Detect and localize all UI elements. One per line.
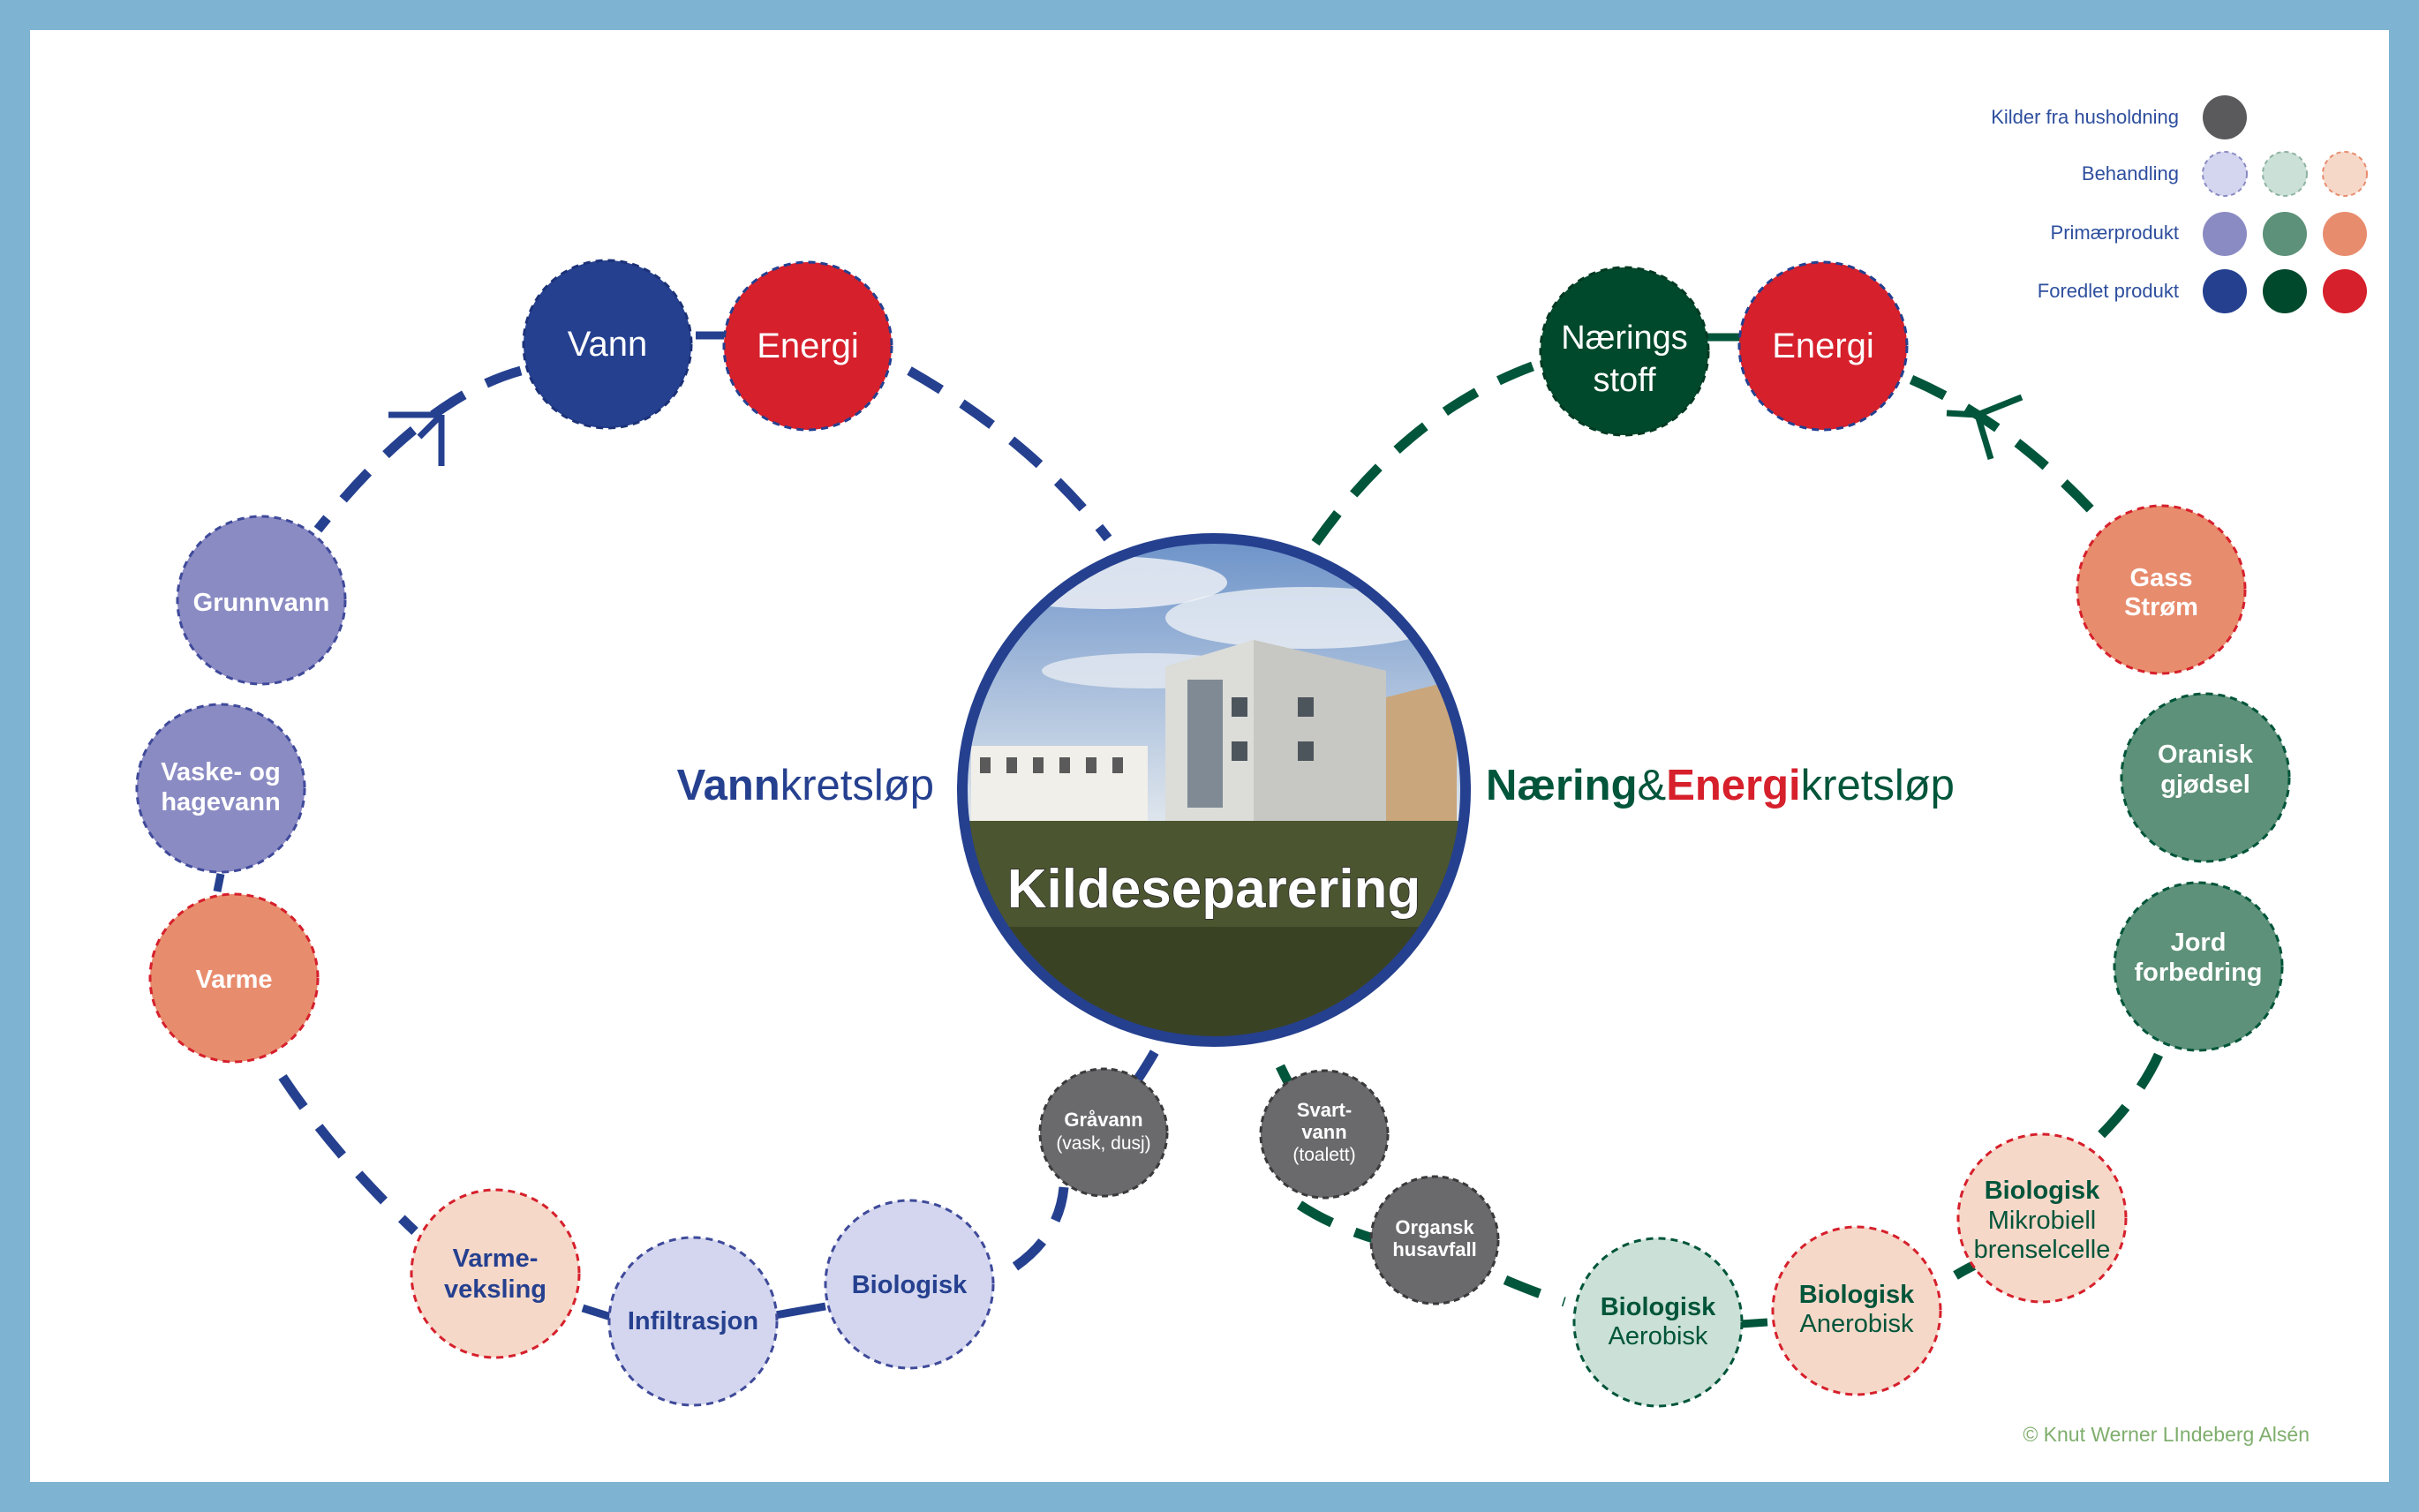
svg-text:Svart-: Svart- xyxy=(1297,1099,1352,1121)
svg-text:Vaske- og: Vaske- og xyxy=(161,758,280,786)
diagram-frame: Kilder fra husholdning Behandling Primær… xyxy=(30,30,2389,1482)
svg-text:gjødsel: gjødsel xyxy=(2160,771,2250,799)
water-cycle-solid xyxy=(213,331,826,1321)
svg-text:Energi: Energi xyxy=(1772,327,1874,365)
node-vaske-og-hagevann: Vaske- og hagevann xyxy=(135,703,306,874)
line-energi-to-center xyxy=(907,366,1112,542)
svg-text:Jord: Jord xyxy=(2171,929,2227,957)
svg-text:Gass: Gass xyxy=(2130,564,2193,592)
svg-text:Strøm: Strøm xyxy=(2124,593,2198,621)
nutrient-cycle-solid xyxy=(1706,333,1768,1328)
svg-text:stoff: stoff xyxy=(1593,362,1656,399)
node-gravann[interactable]: Gråvann (vask, dusj) xyxy=(1038,1067,1169,1198)
water-cycle-title: Vannkretsløp xyxy=(677,762,934,809)
line-energi-to-gass xyxy=(1909,374,2106,524)
svg-text:vann: vann xyxy=(1301,1121,1346,1143)
svg-text:Energi: Energi xyxy=(757,327,859,365)
legend-primary-label: Primærprodukt xyxy=(2051,222,2179,244)
svg-text:hagevann: hagevann xyxy=(161,788,280,816)
node-biologisk-mikrobiell: Biologisk Mikrobiell brenselcelle xyxy=(1956,1132,2128,1304)
copyright-text: © Knut Werner LIndeberg Alsén xyxy=(2023,1423,2310,1446)
line-varme-to-varmeveksling xyxy=(278,1073,418,1235)
node-biologisk-anerobisk: Biologisk Anerobisk xyxy=(1771,1225,1942,1396)
legend-refined-swatch-red xyxy=(2323,269,2367,313)
node-organsk-husavfall[interactable]: Organsk husavfall xyxy=(1369,1175,1500,1305)
svg-text:Nærings: Nærings xyxy=(1561,320,1688,357)
line-svartvann-to-organsk xyxy=(1296,1200,1381,1245)
line-organsk-to-aerobisk xyxy=(1503,1275,1566,1307)
legend-household-swatch xyxy=(2203,95,2247,139)
node-biologisk-water: Biologisk xyxy=(824,1199,995,1370)
line-vann-to-grunnvann xyxy=(313,365,523,533)
legend-refined-label: Foredlet produkt xyxy=(2038,280,2179,302)
node-energi-left: Energi xyxy=(722,260,893,432)
svg-text:Organsk: Organsk xyxy=(1395,1216,1474,1238)
legend-primary-swatch-green xyxy=(2263,212,2307,256)
legend: Kilder fra husholdning Behandling Primær… xyxy=(1991,95,2368,313)
legend-treatment-label: Behandling xyxy=(2082,162,2179,184)
svg-text:Anerobisk: Anerobisk xyxy=(1800,1310,1914,1338)
legend-primary-swatch-blue xyxy=(2203,212,2247,256)
line-jord-to-mikrobiell xyxy=(2080,1052,2164,1156)
svg-text:Aerobisk: Aerobisk xyxy=(1609,1322,1708,1350)
svg-text:Vann: Vann xyxy=(568,325,647,364)
svg-text:Gråvann: Gråvann xyxy=(1064,1109,1142,1131)
node-jord-forbedring: Jord forbedring xyxy=(2113,881,2284,1052)
legend-treatment-swatch-blue xyxy=(2202,151,2248,197)
water-cycle-lines xyxy=(278,365,1165,1271)
node-gass-strom: Gass Strøm xyxy=(2076,504,2247,675)
kildeseparering-diagram: Kilder fra husholdning Behandling Primær… xyxy=(135,95,2368,1408)
water-cycle-arrow-icon xyxy=(388,411,445,466)
node-varmeveksling: Varme- veksling xyxy=(410,1188,581,1359)
node-svartvann[interactable]: Svart- vann (toalett) xyxy=(1259,1069,1390,1200)
svg-text:Varme-: Varme- xyxy=(453,1245,539,1273)
node-naringsstoff: Nærings stoff xyxy=(1539,266,1710,437)
nutrient-cycle-title: Næring&Energikretsløp xyxy=(1486,762,1955,809)
node-varme: Varme xyxy=(148,892,320,1064)
svg-text:veksling: veksling xyxy=(444,1275,546,1304)
node-vann: Vann xyxy=(522,259,693,430)
svg-text:Biologisk: Biologisk xyxy=(852,1271,968,1299)
building-photo xyxy=(962,538,1466,1042)
svg-text:Oranisk: Oranisk xyxy=(2158,741,2254,769)
svg-text:brenselcelle: brenselcelle xyxy=(1974,1236,2111,1264)
legend-primary-swatch-orange xyxy=(2323,212,2367,256)
center-ring xyxy=(957,533,1471,1047)
legend-refined-swatch-green xyxy=(2263,269,2307,313)
node-infiltrasjon: Infiltrasjon xyxy=(607,1236,779,1407)
nutrient-cycle-arrow-icon xyxy=(1946,394,2023,461)
svg-text:Biologisk: Biologisk xyxy=(1601,1293,1716,1321)
node-organisk-gjodsel: Oranisk gjødsel xyxy=(2120,692,2291,863)
svg-text:Mikrobiell: Mikrobiell xyxy=(1988,1207,2096,1235)
line-center-to-naringsstoff xyxy=(1311,357,1547,546)
svg-text:Biologisk: Biologisk xyxy=(1799,1281,1915,1309)
svg-text:(toalett): (toalett) xyxy=(1292,1145,1355,1165)
center-title: Kildeseparering xyxy=(1007,859,1421,920)
node-biologisk-aerobisk: Biologisk Aerobisk xyxy=(1572,1237,1744,1408)
svg-text:Grunnvann: Grunnvann xyxy=(193,589,330,617)
center-kildeseparering: Kildeseparering xyxy=(957,533,1471,1047)
line-biologisk-to-gravann xyxy=(1012,1186,1069,1271)
node-grunnvann: Grunnvann xyxy=(176,515,347,686)
legend-refined-swatch-blue xyxy=(2203,269,2247,313)
svg-text:Varme: Varme xyxy=(195,966,272,994)
svg-text:forbedring: forbedring xyxy=(2135,959,2263,987)
svg-text:Infiltrasjon: Infiltrasjon xyxy=(628,1307,758,1335)
node-energi-right: Energi xyxy=(1737,260,1909,432)
svg-text:(vask, dusj): (vask, dusj) xyxy=(1056,1133,1150,1154)
svg-text:husavfall: husavfall xyxy=(1392,1238,1476,1260)
legend-household-label: Kilder fra husholdning xyxy=(1991,106,2179,128)
legend-treatment-swatch-green xyxy=(2262,151,2308,197)
svg-text:Biologisk: Biologisk xyxy=(1985,1177,2100,1205)
legend-treatment-swatch-orange xyxy=(2322,151,2368,197)
